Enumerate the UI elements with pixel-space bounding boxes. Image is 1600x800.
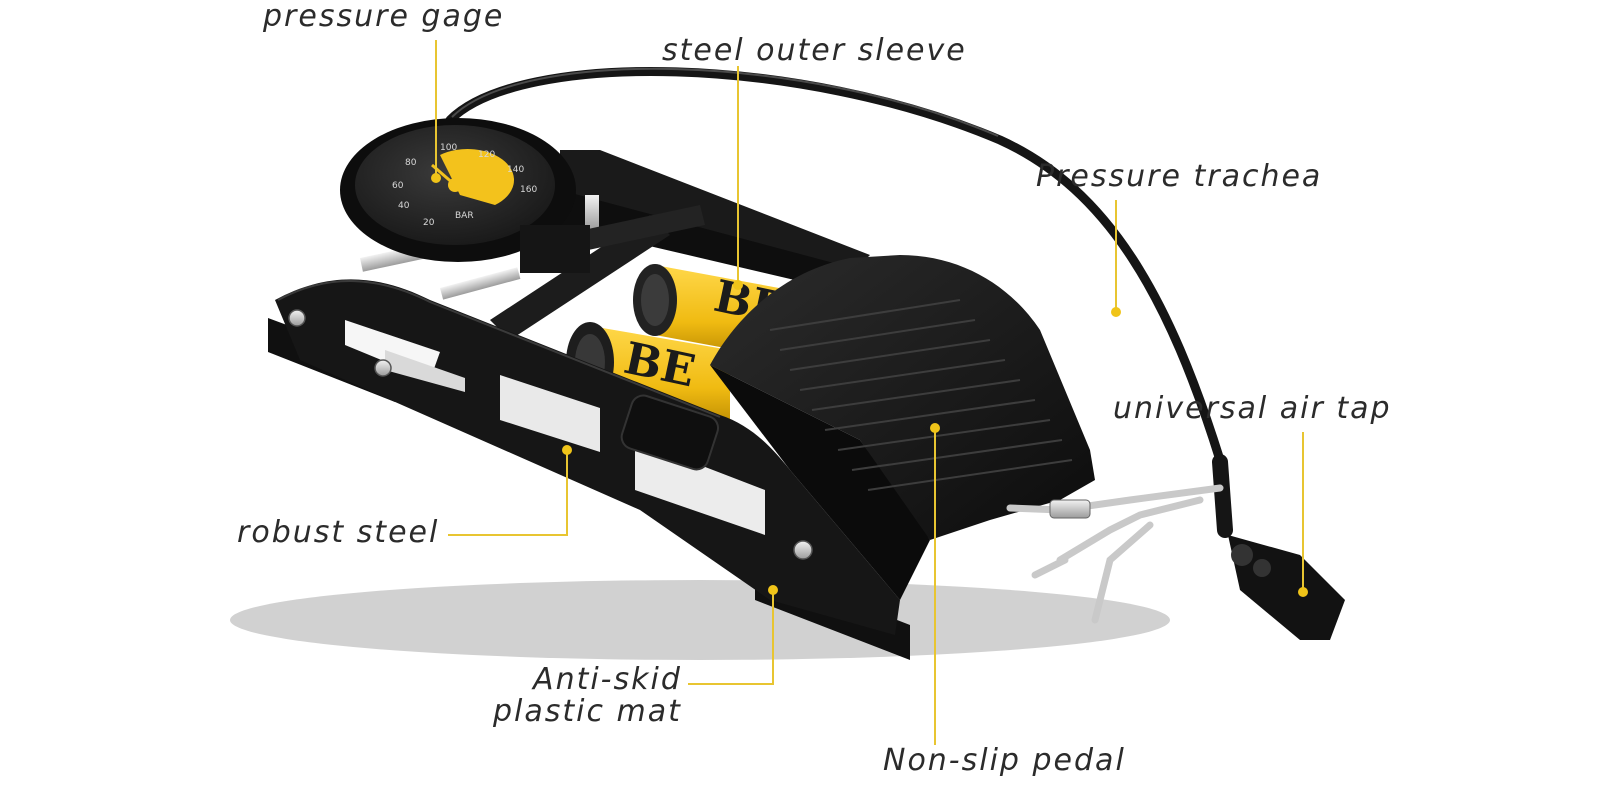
bolt-3	[793, 540, 813, 560]
pressure-gauge: 20 40 60 80 100 120 140 160 BAR	[340, 118, 590, 273]
dot-air-tap	[1298, 587, 1308, 597]
leader-antiskid	[688, 590, 774, 685]
dot-antiskid	[768, 585, 778, 595]
gauge-tick-140: 140	[507, 165, 524, 175]
nozzle-adapters	[1006, 484, 1224, 624]
universal-air-tap	[1212, 454, 1345, 640]
non-slip-pedal	[710, 255, 1095, 600]
gauge-tick-60: 60	[392, 181, 404, 191]
plate-slot-4	[635, 440, 765, 535]
presta-valve-adapter	[1049, 499, 1091, 519]
callout-anti-skid-line1: Anti-skid	[533, 662, 682, 697]
dot-pedal	[930, 423, 940, 433]
callout-anti-skid-line2: plastic mat	[493, 694, 682, 730]
dot-steel-sleeve	[733, 280, 743, 290]
robust-steel-side-plate	[275, 279, 900, 635]
callout-steel-outer-sleeve: steel outer sleeve	[662, 33, 967, 68]
plate-slot-3	[500, 375, 600, 452]
back-frame	[560, 150, 880, 300]
callout-universal-air-tap: universal air tap	[1113, 391, 1392, 426]
gauge-tick-100: 100	[440, 143, 457, 153]
valve-badge	[620, 394, 720, 471]
callout-anti-skid-mat: Anti-skid plastic mat	[493, 662, 682, 730]
pressure-hose	[445, 67, 1225, 465]
callout-non-slip-pedal: Non-slip pedal	[883, 743, 1126, 778]
callout-dots	[431, 173, 1308, 597]
gauge-unit: BAR	[455, 211, 474, 221]
leader-robust-steel	[448, 450, 568, 536]
gauge-tick-80: 80	[405, 158, 417, 168]
plate-slot-2	[385, 350, 465, 392]
gauge-tick-120: 120	[478, 150, 495, 160]
dot-trachea	[1111, 307, 1121, 317]
gauge-ticks: 20 40 60 80 100 120 140 160 BAR	[392, 143, 537, 228]
pressure-hose-highlight	[451, 67, 999, 137]
piston-rod	[490, 205, 705, 340]
bolt-2	[374, 359, 392, 377]
gauge-tick-160: 160	[520, 185, 537, 195]
pedal-grip-lines	[769, 299, 1073, 491]
ground-shadow	[230, 580, 1170, 660]
dot-pressure-gage	[431, 173, 441, 183]
gauge-mount	[520, 225, 590, 273]
dot-robust-steel	[562, 445, 572, 455]
callout-robust-steel: robust steel	[237, 515, 440, 550]
callout-leader-lines	[435, 40, 1304, 745]
bolt-1	[288, 309, 306, 327]
callout-pressure-trachea: Pressure trachea	[1036, 159, 1323, 194]
gauge-tick-40: 40	[398, 201, 410, 211]
callout-pressure-gage: pressure gage	[263, 0, 505, 34]
gauge-tick-20: 20	[423, 218, 435, 228]
